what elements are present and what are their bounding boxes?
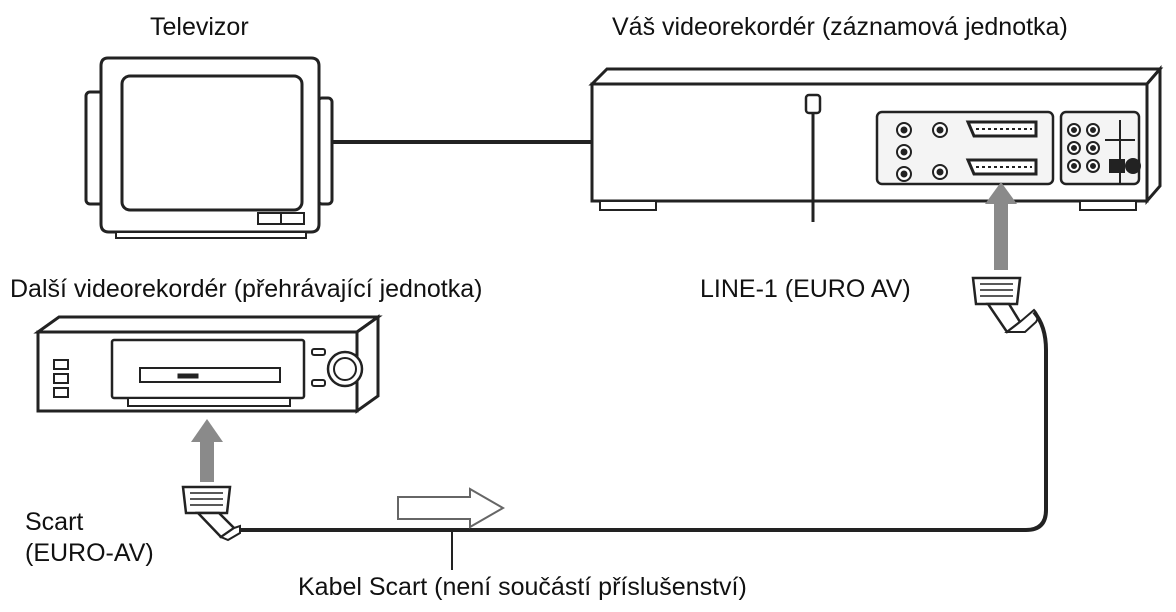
signal-direction-arrow (397, 487, 506, 529)
cable-label: Kabel Scart (není součástí příslušenství… (298, 573, 747, 601)
player-vcr (33, 314, 383, 414)
recorder-label: Váš videorekordér (záznamová jednotka) (612, 13, 1068, 41)
scart-cable (238, 310, 1048, 570)
recorder-scart-sockets (965, 120, 1038, 176)
scart-plug-right (971, 276, 1039, 334)
recorder-jacks (896, 120, 1141, 184)
line1-label: LINE-1 (EURO AV) (700, 275, 911, 303)
arrow-up-line1 (985, 182, 1017, 270)
television (84, 56, 334, 239)
tv-label: Televizor (150, 13, 249, 41)
arrow-up-player (191, 419, 223, 482)
recorder-rear (588, 64, 1164, 222)
scart-label-line2: (EURO-AV) (25, 539, 154, 567)
scart-plug-left (181, 485, 241, 542)
player-label: Další videorekordér (přehrávající jednot… (10, 275, 483, 303)
scart-label-line1: Scart (25, 508, 84, 536)
